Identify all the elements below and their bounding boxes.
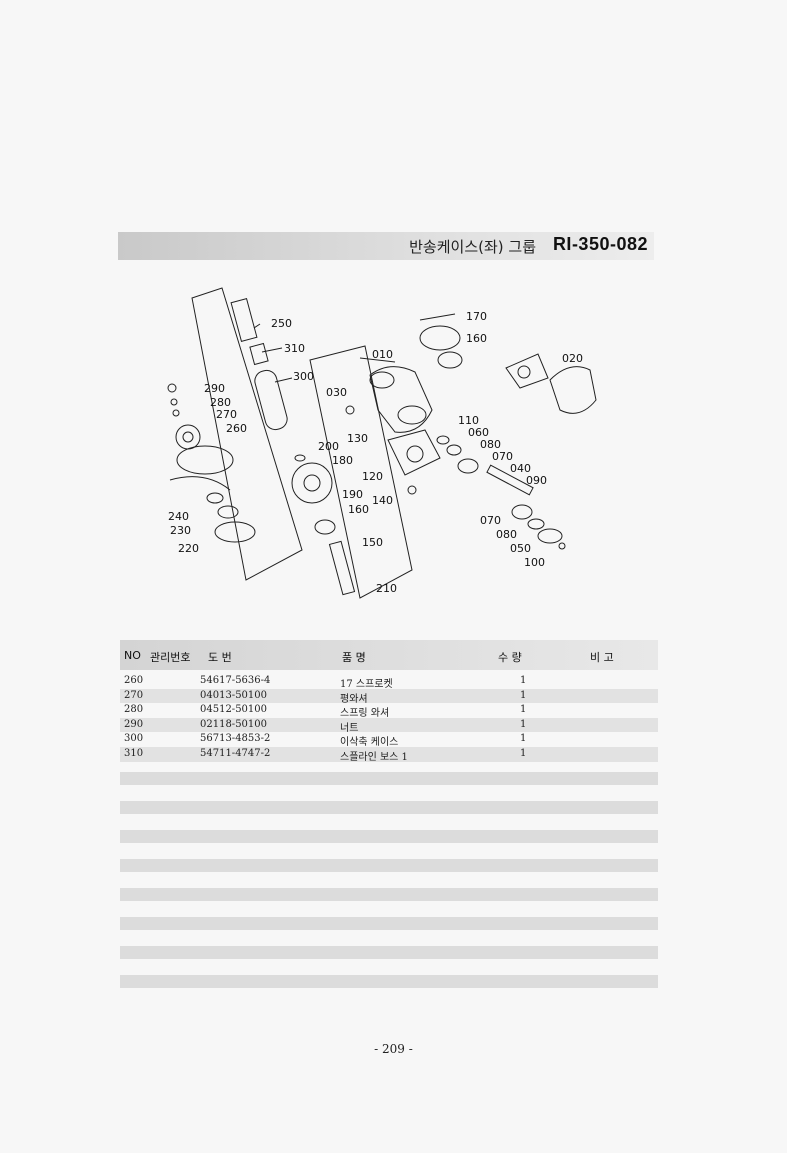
label-060: 060 xyxy=(468,426,489,439)
row-part-name: 너트 xyxy=(340,722,359,734)
label-250: 250 xyxy=(271,317,292,330)
row-part-name: 17 스프로켓 xyxy=(340,679,393,690)
col-remarks: 비 고 xyxy=(590,651,614,664)
label-140: 140 xyxy=(372,494,393,507)
col-part-name: 품 명 xyxy=(342,651,366,664)
row-no: 300 xyxy=(124,733,144,745)
row-drawing-no: 56713-4853-2 xyxy=(200,733,271,745)
model-code: RI-350-082 xyxy=(552,234,648,254)
empty-row xyxy=(120,830,658,843)
label-160a: 160 xyxy=(348,503,369,516)
label-180: 180 xyxy=(332,454,353,467)
row-qty: 1 xyxy=(520,747,527,759)
row-drawing-no: 54711-4747-2 xyxy=(200,747,271,759)
row-qty: 1 xyxy=(520,733,527,745)
row-no: 260 xyxy=(124,675,144,686)
label-290: 290 xyxy=(204,382,225,395)
empty-row xyxy=(120,772,658,785)
exploded-parts-diagram: 250 310 300 290 280 270 260 200 180 190 … xyxy=(167,287,597,599)
label-080b: 080 xyxy=(496,528,517,541)
row-part-name: 평와셔 xyxy=(340,693,368,705)
col-qty: 수 량 xyxy=(498,651,522,664)
row-part-name: 스플라인 보스 1 xyxy=(340,751,408,763)
table-header: NO 관리번호 도 번 품 명 수 량 비 고 xyxy=(120,640,658,670)
row-no: 270 xyxy=(124,689,144,701)
empty-row xyxy=(120,975,658,988)
row-part-name: 이삭축 케이스 xyxy=(340,737,399,749)
label-030: 030 xyxy=(326,386,347,399)
label-050: 050 xyxy=(510,542,531,555)
row-qty: 1 xyxy=(520,689,527,701)
row-no: 290 xyxy=(124,718,144,730)
label-280: 280 xyxy=(210,396,231,409)
title-bar: 반송케이스(좌) 그룹 RI-350-082 xyxy=(118,232,654,260)
label-190: 190 xyxy=(342,488,363,501)
group-title: 반송케이스(좌) 그룹 xyxy=(409,238,536,256)
row-no: 310 xyxy=(124,747,144,759)
empty-row xyxy=(120,917,658,930)
label-010: 010 xyxy=(372,348,393,361)
label-300: 300 xyxy=(293,370,314,383)
label-120: 120 xyxy=(362,470,383,483)
label-270: 270 xyxy=(216,408,237,421)
col-drawing-no: 도 번 xyxy=(208,651,232,664)
table-body: 260 54617-5636-4 17 스프로켓 1 270 04013-501… xyxy=(120,674,658,763)
table-row: 290 02118-50100 너트 1 xyxy=(120,717,658,734)
col-mgmt-no: 관리번호 xyxy=(150,651,191,664)
row-qty: 1 xyxy=(520,704,527,716)
col-no: NO xyxy=(124,649,141,662)
label-130: 130 xyxy=(347,432,368,445)
empty-row xyxy=(120,801,658,814)
parts-table: NO 관리번호 도 번 품 명 수 량 비 고 260 54617-5636-4… xyxy=(120,640,658,763)
label-220: 220 xyxy=(178,542,199,555)
empty-row xyxy=(120,888,658,901)
row-drawing-no: 54617-5636-4 xyxy=(200,675,271,686)
row-qty: 1 xyxy=(520,675,527,686)
label-080a: 080 xyxy=(480,438,501,451)
label-040: 040 xyxy=(510,462,531,475)
empty-table-rows xyxy=(120,772,658,1004)
empty-row xyxy=(120,946,658,959)
empty-row xyxy=(120,859,658,872)
label-230: 230 xyxy=(170,524,191,537)
label-090: 090 xyxy=(526,474,547,487)
table-row: 270 04013-50100 평와셔 1 xyxy=(120,688,658,705)
label-100: 100 xyxy=(524,556,545,569)
label-160b: 160 xyxy=(466,332,487,345)
row-no: 280 xyxy=(124,704,144,716)
label-110: 110 xyxy=(458,414,479,427)
label-210: 210 xyxy=(376,582,397,595)
page-number: - 209 - xyxy=(374,1042,413,1056)
label-070b: 070 xyxy=(480,514,501,527)
label-310: 310 xyxy=(284,342,305,355)
label-200: 200 xyxy=(318,440,339,453)
row-part-name: 스프링 와셔 xyxy=(340,708,390,720)
label-020: 020 xyxy=(562,352,583,365)
label-260: 260 xyxy=(226,422,247,435)
row-drawing-no: 02118-50100 xyxy=(200,718,268,730)
row-drawing-no: 04512-50100 xyxy=(200,704,268,716)
row-qty: 1 xyxy=(520,718,527,730)
label-240: 240 xyxy=(168,510,189,523)
table-row: 280 04512-50100 스프링 와셔 1 xyxy=(120,703,658,720)
label-150: 150 xyxy=(362,536,383,549)
table-row: 260 54617-5636-4 17 스프로켓 1 xyxy=(120,674,658,690)
label-070a: 070 xyxy=(492,450,513,463)
row-drawing-no: 04013-50100 xyxy=(200,689,268,701)
table-row: 300 56713-4853-2 이삭축 케이스 1 xyxy=(120,732,658,749)
table-row: 310 54711-4747-2 스플라인 보스 1 1 xyxy=(120,746,658,763)
label-170: 170 xyxy=(466,310,487,323)
